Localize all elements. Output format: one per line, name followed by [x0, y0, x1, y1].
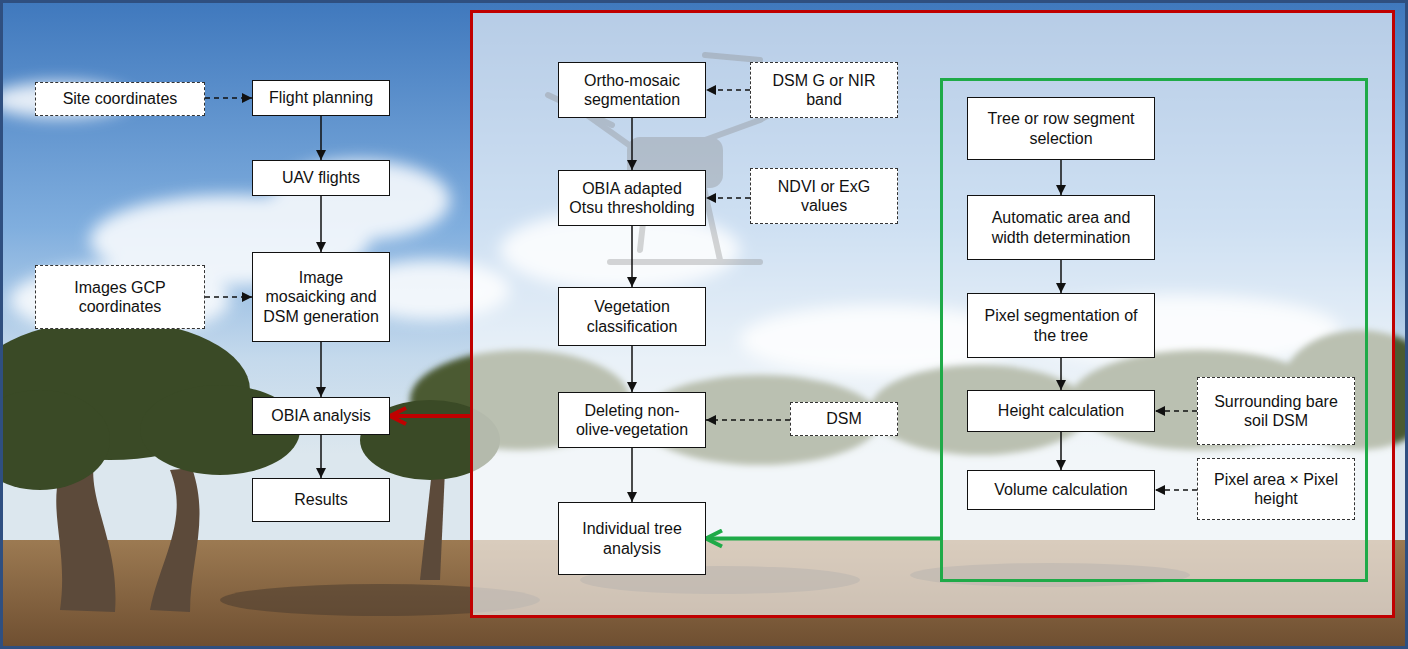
flow-arrow	[631, 448, 633, 502]
process-box: Results	[252, 478, 390, 522]
flow-arrow	[320, 116, 322, 160]
input-box: NDVI or ExG values	[750, 168, 898, 224]
flow-arrow	[320, 342, 322, 397]
process-box: UAV flights	[252, 160, 390, 196]
flow-arrow	[320, 435, 322, 478]
process-box: OBIA adapted Otsu thresholding	[558, 170, 706, 226]
box-label: Surrounding bare soil DSM	[1203, 392, 1349, 430]
box-label: Vegetation classification	[564, 297, 700, 335]
process-box: Ortho-mosaic segmentation	[558, 62, 706, 118]
flow-arrow	[631, 346, 633, 392]
process-box: Volume calculation	[967, 470, 1155, 510]
tree-analysis-panel: Tree or row segment selectionAutomatic a…	[940, 78, 1368, 582]
input-arrow	[1155, 489, 1197, 491]
input-box: Pixel area × Pixel height	[1197, 458, 1355, 520]
input-box: DSM G or NIR band	[750, 62, 898, 118]
box-label: Results	[294, 490, 347, 509]
box-label: Pixel segmentation of the tree	[973, 306, 1149, 344]
box-label: Images GCP coordinates	[41, 278, 199, 316]
flow-arrow	[390, 414, 470, 418]
box-label: DSM G or NIR band	[756, 71, 892, 109]
input-box: DSM	[790, 402, 898, 436]
flow-arrow	[631, 226, 633, 287]
flow-arrow	[1060, 260, 1062, 293]
process-box: Height calculation	[967, 390, 1155, 432]
process-box: Tree or row segment selection	[967, 97, 1155, 160]
box-label: UAV flights	[282, 168, 360, 187]
process-box: Vegetation classification	[558, 287, 706, 346]
box-label: NDVI or ExG values	[756, 177, 892, 215]
box-label: Flight planning	[269, 88, 373, 107]
flow-arrow	[1060, 160, 1062, 195]
box-label: Image mosaicking and DSM generation	[258, 268, 384, 326]
flow-arrow	[1060, 358, 1062, 390]
input-arrow	[205, 97, 252, 99]
flow-arrow	[1060, 432, 1062, 470]
box-label: Site coordinates	[63, 89, 178, 108]
box-label: Individual tree analysis	[564, 519, 700, 557]
input-arrow	[706, 89, 750, 91]
input-arrow	[1155, 410, 1197, 412]
process-box: OBIA analysis	[252, 397, 390, 435]
box-label: DSM	[826, 409, 862, 428]
input-box: Images GCP coordinates	[35, 265, 205, 329]
process-box: Image mosaicking and DSM generation	[252, 252, 390, 342]
box-label: Volume calculation	[994, 480, 1127, 499]
box-label: Automatic area and width determination	[973, 208, 1149, 246]
flow-arrow	[631, 118, 633, 170]
input-arrow	[205, 296, 252, 298]
process-box: Individual tree analysis	[558, 502, 706, 575]
input-box: Surrounding bare soil DSM	[1197, 377, 1355, 445]
process-box: Automatic area and width determination	[967, 195, 1155, 260]
box-label: OBIA adapted Otsu thresholding	[564, 179, 700, 217]
input-arrow	[706, 419, 790, 421]
box-label: Deleting non- olive-vegetation	[564, 401, 700, 439]
box-label: Pixel area × Pixel height	[1203, 470, 1349, 508]
obia-panel: Ortho-mosaic segmentation DSM G or NIR ba…	[470, 10, 1395, 618]
input-arrow	[706, 197, 750, 199]
flow-arrow	[706, 537, 940, 541]
box-label: Ortho-mosaic segmentation	[564, 71, 700, 109]
process-box: Flight planning	[252, 80, 390, 116]
flow-arrow	[320, 196, 322, 252]
input-box: Site coordinates	[35, 82, 205, 116]
box-label: OBIA analysis	[271, 406, 371, 425]
box-label: Tree or row segment selection	[973, 109, 1149, 147]
process-box: Deleting non- olive-vegetation	[558, 392, 706, 448]
box-label: Height calculation	[998, 401, 1124, 420]
process-box: Pixel segmentation of the tree	[967, 293, 1155, 358]
